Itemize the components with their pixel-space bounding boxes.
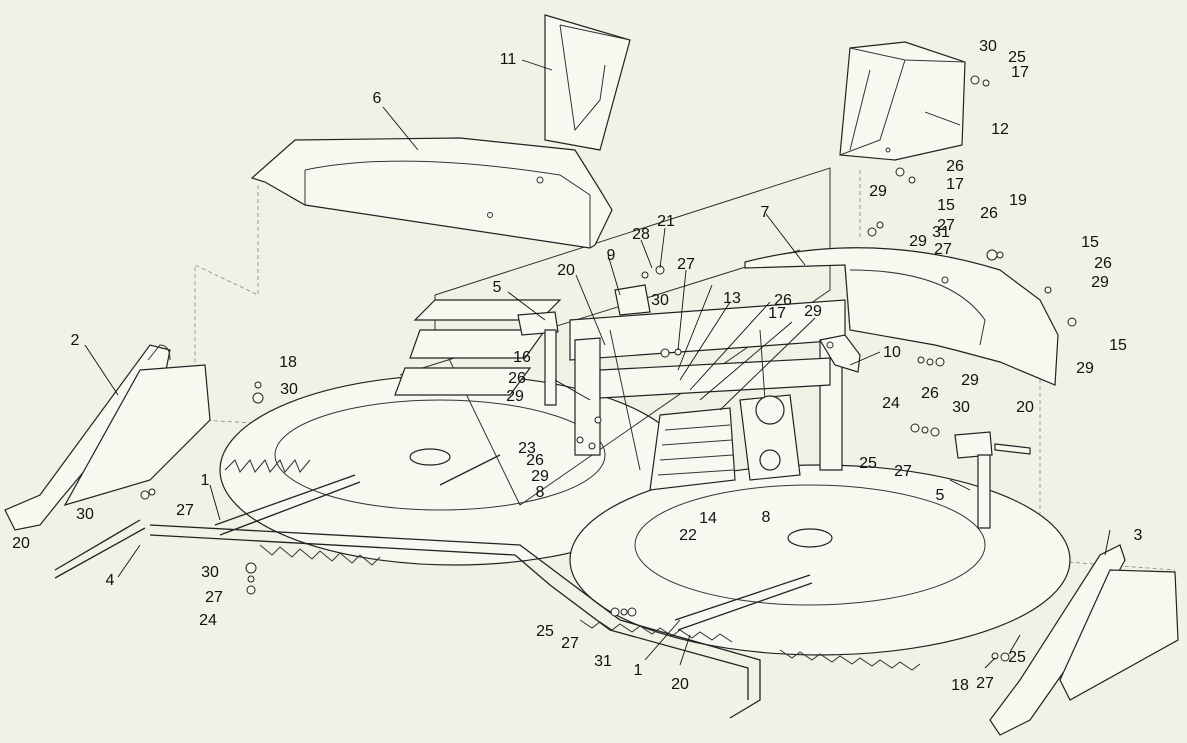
callout-label: 24 [199,612,217,629]
callout-label: 26 [774,292,792,309]
callout-label: 21 [657,213,675,230]
callout-label: 4 [106,572,115,589]
callout-label: 25 [859,455,877,472]
callout-label: 24 [882,395,900,412]
callout-label: 7 [761,204,770,221]
callout-label: 11 [500,51,517,68]
part-11-chute [544,14,631,151]
callout-label: 26 [1094,255,1112,272]
callout-label: 29 [1076,360,1094,377]
callout-label: 5 [936,487,945,504]
callout-label: 14 [699,510,717,527]
disc-teeth [224,459,921,671]
callout-label: 23 [518,440,536,457]
callout-label: 27 [894,463,912,480]
callout-label: 30 [979,38,997,55]
callout-label: 3 [1134,527,1143,544]
part-12-chute [839,41,966,161]
callout-label: 15 [1109,337,1127,354]
callout-label: 25 [1008,649,1026,666]
part-9-plate [614,284,651,316]
callout-label: 30 [952,399,970,416]
callout-label: 13 [723,290,741,307]
callout-label: 31 [932,224,950,241]
callout-label: 9 [607,247,616,264]
callout-label: 16 [513,349,531,366]
callout-label: 25 [536,623,554,640]
part-6-left-cover [250,137,613,249]
callout-label: 15 [1081,234,1099,251]
part-20-pin [994,443,1031,455]
gearbox [739,394,801,481]
callout-label: 29 [909,233,927,250]
callout-label: 17 [1011,64,1029,81]
part-3-right-divider [989,544,1179,736]
callout-label: 19 [1009,192,1027,209]
callout-label: 8 [762,509,771,526]
callout-label: 29 [804,303,822,320]
callout-label: 29 [506,388,524,405]
hardware [140,75,1077,662]
tubes [54,454,813,719]
callout-label: 29 [1091,274,1109,291]
callout-label: 30 [280,381,298,398]
callout-label: 2 [71,332,80,349]
callout-label: 27 [937,217,955,234]
callout-label: 26 [508,370,526,387]
callout-label: 29 [531,468,549,485]
callout-label: 20 [557,262,575,279]
part-5-right-bracket [954,431,993,529]
part-5-left-bracket [517,311,559,406]
part-2-left-divider [4,344,211,531]
callout-label: 26 [946,158,964,175]
callout-label: 10 [883,344,901,361]
callout-label: 17 [768,305,786,322]
callout-label: 27 [205,589,223,606]
callout-label: 5 [493,279,502,296]
callout-label: 8 [536,484,545,501]
rotary-disc-right [569,464,1071,656]
callout-label: 12 [991,121,1009,138]
callout-label: 27 [561,635,579,652]
callout-label: 29 [961,372,979,389]
callout-label: 30 [201,564,219,581]
callout-label: 20 [12,535,30,552]
callout-label: 20 [671,676,689,693]
callout-label: 26 [526,452,544,469]
callout-label: 28 [632,226,650,243]
callout-label: 17 [946,176,964,193]
callout-label: 31 [594,653,612,670]
callout-label: 25 [1008,49,1026,66]
leader-lines [84,59,1111,669]
callout-label: 1 [634,662,643,679]
callout-label: 20 [1016,399,1034,416]
main-frame [569,299,846,471]
part-7-right-cover [744,247,1059,386]
callout-label: 6 [373,90,382,107]
callout-label: 18 [279,354,297,371]
callout-labels: 1123455678891011121314151515161717171818… [12,38,1142,694]
callout-label: 18 [951,677,969,694]
callout-label: 29 [869,183,887,200]
callout-label: 30 [651,292,669,309]
part-10-bracket [819,334,861,373]
callout-label: 27 [677,256,695,273]
callout-label: 26 [980,205,998,222]
callout-label: 1 [201,472,210,489]
feed-roller [649,407,736,491]
callout-label: 26 [921,385,939,402]
assembly-dashed-lines [194,170,1176,571]
callout-label: 27 [176,502,194,519]
callout-label: 22 [679,527,697,544]
callout-label: 27 [976,675,994,692]
callout-label: 30 [76,506,94,523]
callout-label: 15 [937,197,955,214]
callout-label: 27 [934,241,952,258]
